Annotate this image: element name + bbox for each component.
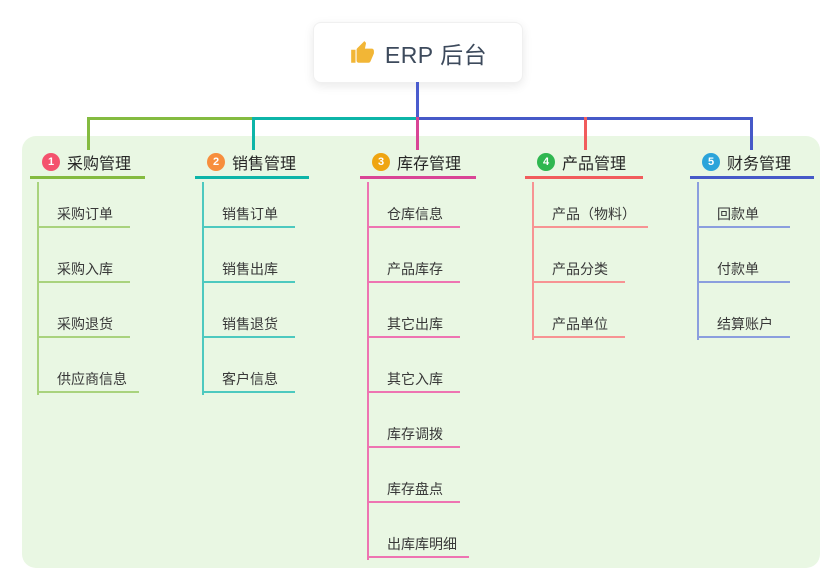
child-node[interactable]: 销售退货	[202, 312, 295, 338]
child-node[interactable]: 产品库存	[367, 257, 460, 283]
branch-badge: 5	[702, 153, 720, 171]
child-spine-branch-2	[202, 182, 204, 395]
branch-node-2[interactable]: 2 销售管理	[195, 148, 309, 179]
branch-node-1[interactable]: 1 采购管理	[30, 148, 145, 179]
branch-label: 库存管理	[397, 156, 462, 173]
branch-badge: 3	[372, 153, 390, 171]
child-node[interactable]: 客户信息	[202, 367, 295, 393]
child-node[interactable]: 采购退货	[37, 312, 130, 338]
connector-drop-branch-5	[749, 117, 753, 150]
child-node[interactable]: 出库库明细	[367, 532, 469, 558]
connector-drop-branch-3	[416, 117, 419, 150]
branches-panel	[22, 136, 820, 568]
child-node[interactable]: 其它出库	[367, 312, 460, 338]
branch-node-3[interactable]: 3 库存管理	[360, 148, 476, 179]
child-node[interactable]: 结算账户	[697, 312, 790, 338]
root-title: ERP 后台	[384, 41, 488, 68]
connector-drop-branch-1	[86, 117, 90, 150]
child-spine-branch-1	[37, 182, 39, 395]
child-node[interactable]: 采购订单	[37, 202, 130, 228]
branch-label: 销售管理	[232, 156, 297, 173]
branch-node-4[interactable]: 4 产品管理	[525, 148, 643, 179]
branch-label: 产品管理	[562, 156, 627, 173]
root-connector-vertical	[415, 82, 419, 120]
connector-drop-branch-4	[583, 117, 587, 150]
child-node[interactable]: 其它入库	[367, 367, 460, 393]
connector-drop-branch-2	[251, 117, 255, 150]
child-spine-branch-5	[697, 182, 699, 340]
branch-node-5[interactable]: 5 财务管理	[690, 148, 814, 179]
root-node[interactable]: ERP 后台	[313, 22, 523, 83]
child-spine-branch-4	[532, 182, 534, 340]
branch-badge: 2	[207, 153, 225, 171]
branch-badge: 4	[537, 153, 555, 171]
connector-bar-left	[88, 117, 254, 120]
child-node[interactable]: 库存调拨	[367, 422, 460, 448]
child-node[interactable]: 库存盘点	[367, 477, 460, 503]
child-node[interactable]: 销售出库	[202, 257, 295, 283]
branch-badge: 1	[42, 153, 60, 171]
child-spine-branch-3	[367, 182, 369, 560]
thumbs-up-icon	[351, 40, 374, 63]
child-node[interactable]: 产品（物料）	[532, 202, 648, 228]
child-node[interactable]: 销售订单	[202, 202, 295, 228]
child-node[interactable]: 回款单	[697, 202, 790, 228]
child-node[interactable]: 采购入库	[37, 257, 130, 283]
branch-label: 财务管理	[727, 156, 792, 173]
child-node[interactable]: 付款单	[697, 257, 790, 283]
child-node[interactable]: 仓库信息	[367, 202, 460, 228]
connector-bar-middle	[253, 117, 418, 120]
child-node[interactable]: 产品单位	[532, 312, 625, 338]
child-node[interactable]: 供应商信息	[37, 367, 139, 393]
child-node[interactable]: 产品分类	[532, 257, 625, 283]
branch-label: 采购管理	[67, 156, 132, 173]
